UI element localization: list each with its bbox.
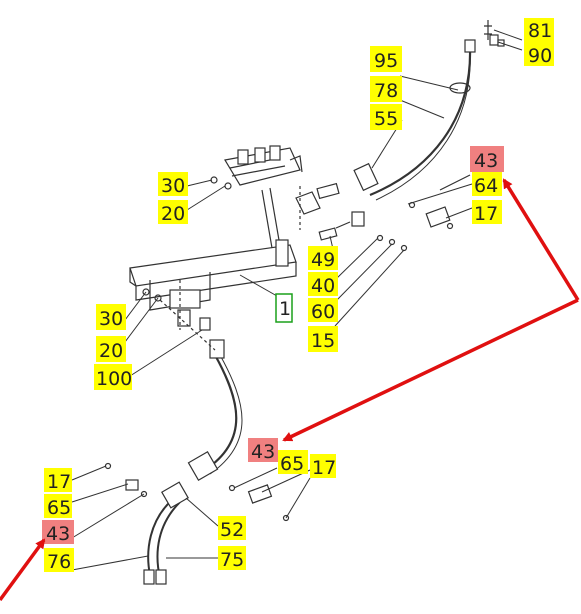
leader-lines: [71, 29, 523, 571]
callout-100: 100: [96, 368, 132, 390]
callout-65-lower: 65: [47, 497, 71, 519]
bottom-hose: [147, 499, 173, 576]
valve-block: [224, 145, 303, 186]
callout-30-upper: 30: [161, 175, 185, 197]
callout-95: 95: [374, 50, 398, 72]
callout-81: 81: [528, 20, 552, 42]
callout-65-middle: 65: [280, 453, 304, 475]
callout-30-lower: 30: [99, 308, 123, 330]
callout-43-lower: 43: [46, 523, 70, 545]
parts-drawing: [104, 20, 505, 585]
callout-78: 78: [374, 80, 398, 102]
callout-17-upper: 17: [474, 203, 498, 225]
callout-17-middle: 17: [312, 457, 336, 479]
callout-17-lower: 17: [47, 471, 71, 493]
upper-hose: [369, 47, 472, 197]
lower-hose: [204, 354, 238, 471]
arrow-to-43-lower: [0, 538, 46, 602]
callout-43-upper: 43: [474, 150, 498, 172]
callout-55: 55: [374, 108, 398, 130]
callout-64: 64: [474, 175, 498, 197]
callout-90: 90: [528, 45, 552, 67]
callout-15: 15: [311, 330, 335, 352]
callout-20-upper: 20: [161, 203, 185, 225]
arrow-to-43-middle: [282, 298, 579, 442]
clamp-bracket: [425, 206, 451, 228]
coupler: [295, 191, 321, 215]
callout-76: 76: [47, 551, 71, 573]
callout-43-middle: 43: [251, 441, 275, 463]
callout-75: 75: [220, 549, 244, 571]
highlight-arrows: [0, 178, 580, 602]
callout-1: 1: [279, 298, 291, 320]
main-frame: [129, 187, 297, 311]
callout-49: 49: [311, 249, 335, 271]
callout-20-lower: 20: [99, 340, 123, 362]
callout-60: 60: [311, 301, 335, 323]
callout-52: 52: [220, 519, 244, 541]
hose-fitting-top: [464, 39, 476, 53]
callout-40: 40: [311, 275, 335, 297]
callout-labels: 81 90 95 78 55 43 64 17 30 20 49 40 60 1…: [42, 18, 554, 573]
hose-clamp: [353, 162, 379, 192]
arrow-to-43-upper: [502, 178, 580, 301]
